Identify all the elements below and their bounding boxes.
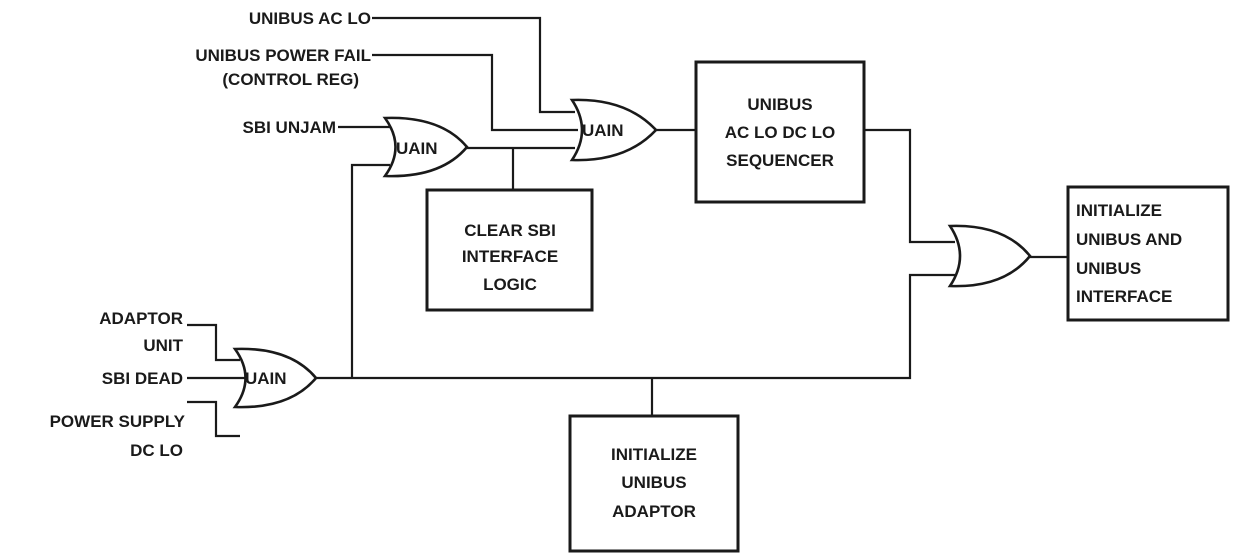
gate-adaptor: UAIN	[232, 347, 318, 409]
label-unibus-power-fail: UNIBUS POWER FAIL	[195, 46, 371, 65]
wire-adaptor-bus	[316, 273, 955, 380]
clear-sbi-line-1: CLEAR SBI	[464, 221, 556, 240]
init-adaptor-line-3: ADAPTOR	[612, 502, 696, 521]
clear-sbi-line-2: INTERFACE	[462, 247, 558, 266]
wire-power-fail	[372, 53, 578, 132]
label-control-reg: (CONTROL REG)	[222, 70, 359, 89]
label-adaptor: ADAPTOR	[99, 309, 183, 328]
label-unit: UNIT	[143, 336, 183, 355]
or-gate-shape	[569, 98, 658, 162]
sequencer-line-3: SEQUENCER	[726, 151, 834, 170]
clear-sbi-box	[425, 188, 594, 312]
gate-ac-lo: UAIN	[569, 98, 658, 162]
label-dc-lo: DC LO	[130, 441, 183, 460]
label-power-supply: POWER SUPPLY	[50, 412, 186, 431]
or-gate-shape	[947, 224, 1032, 288]
init-unibus-adaptor-box	[568, 414, 740, 553]
wire-seq-out	[864, 128, 955, 244]
init-adaptor-line-1: INITIALIZE	[611, 445, 697, 464]
sequencer-line-2: AC LO DC LO	[725, 123, 836, 142]
wire-adaptor-unit	[187, 323, 240, 362]
wire-bus-to-unjam	[350, 163, 390, 378]
wire-ac-lo	[372, 16, 575, 114]
or-gate-shape	[382, 116, 469, 178]
clear-sbi-line-3: LOGIC	[483, 275, 537, 294]
block-sequencer: UNIBUS AC LO DC LO SEQUENCER	[694, 60, 866, 204]
gate-final	[947, 224, 1032, 288]
label-unibus-ac-lo: UNIBUS AC LO	[249, 9, 371, 28]
wire-dc-lo	[187, 400, 240, 438]
sequencer-box	[694, 60, 866, 204]
block-init-unibus-interface: INITIALIZE UNIBUS AND UNIBUS INTERFACE	[1066, 185, 1230, 322]
block-clear-sbi: CLEAR SBI INTERFACE LOGIC	[425, 188, 594, 312]
init-interface-line-2: UNIBUS AND	[1076, 230, 1182, 249]
input-labels: UNIBUS AC LO UNIBUS POWER FAIL (CONTROL …	[50, 9, 371, 460]
init-interface-line-3: UNIBUS	[1076, 259, 1141, 278]
gate-unjam: UAIN	[382, 116, 469, 178]
block-init-unibus-adaptor: INITIALIZE UNIBUS ADAPTOR	[568, 414, 740, 553]
label-sbi-unjam: SBI UNJAM	[242, 118, 336, 137]
sequencer-line-1: UNIBUS	[747, 95, 812, 114]
init-unibus-interface-box	[1066, 185, 1230, 322]
init-interface-line-1: INITIALIZE	[1076, 201, 1162, 220]
label-sbi-dead: SBI DEAD	[102, 369, 183, 388]
init-interface-line-4: INTERFACE	[1076, 287, 1172, 306]
gate-adaptor-label: UAIN	[245, 369, 287, 388]
gate-ac-lo-label: UAIN	[582, 121, 624, 140]
init-adaptor-line-2: UNIBUS	[621, 473, 686, 492]
or-gate-shape	[232, 347, 318, 409]
gate-unjam-label: UAIN	[396, 139, 438, 158]
wires	[187, 16, 1068, 438]
